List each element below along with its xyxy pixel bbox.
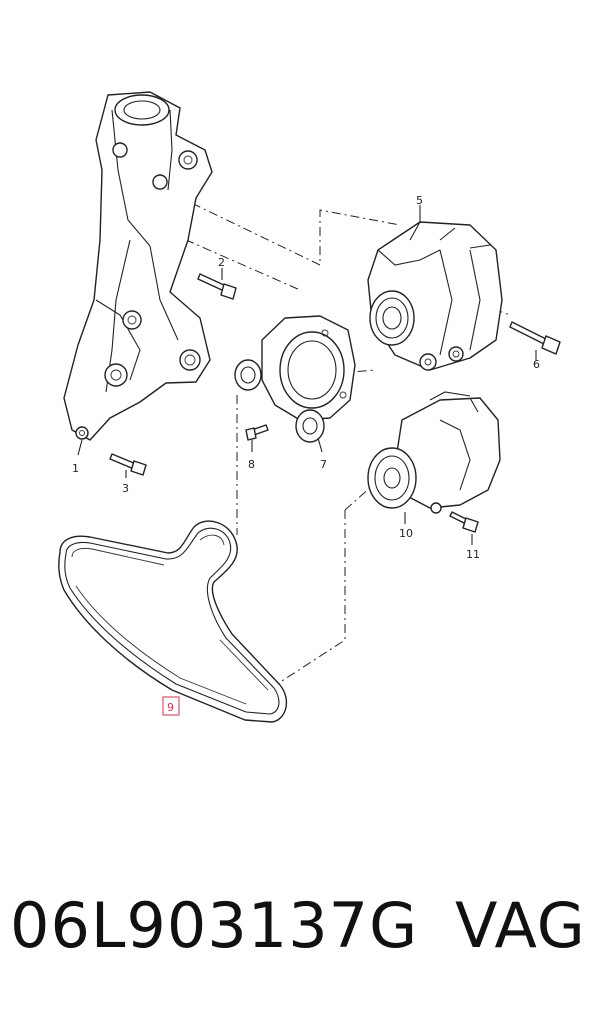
callout-9-highlight: 9 [162, 696, 180, 716]
callout-2: 2 [218, 256, 225, 269]
callout-7: 7 [320, 458, 327, 471]
brand-label: VAG [455, 889, 586, 962]
bolt-2 [197, 268, 237, 300]
callout-9: 9 [167, 701, 174, 714]
exploded-parts-diagram: 1 2 3 5 6 7 8 9 10 11 [58, 91, 561, 723]
callout-11: 11 [466, 548, 480, 561]
bolt-3 [109, 453, 147, 478]
bolt-11 [449, 511, 479, 545]
callout-1: 1 [72, 462, 79, 475]
ac-compressor [367, 391, 501, 524]
bolt-8 [245, 424, 269, 452]
bolt-6 [509, 321, 561, 360]
part-number: 06L903137G [10, 889, 419, 962]
engine-bracket [63, 91, 213, 456]
alternator [367, 205, 503, 371]
callout-5: 5 [416, 194, 423, 207]
callout-labels: 1 2 3 5 6 7 8 9 10 11 [72, 194, 540, 716]
callout-3: 3 [122, 482, 129, 495]
callout-8: 8 [248, 458, 255, 471]
belt-tensioner [234, 315, 356, 453]
poly-v-belt [58, 520, 288, 723]
callout-6: 6 [533, 358, 540, 371]
callout-10: 10 [399, 527, 413, 540]
